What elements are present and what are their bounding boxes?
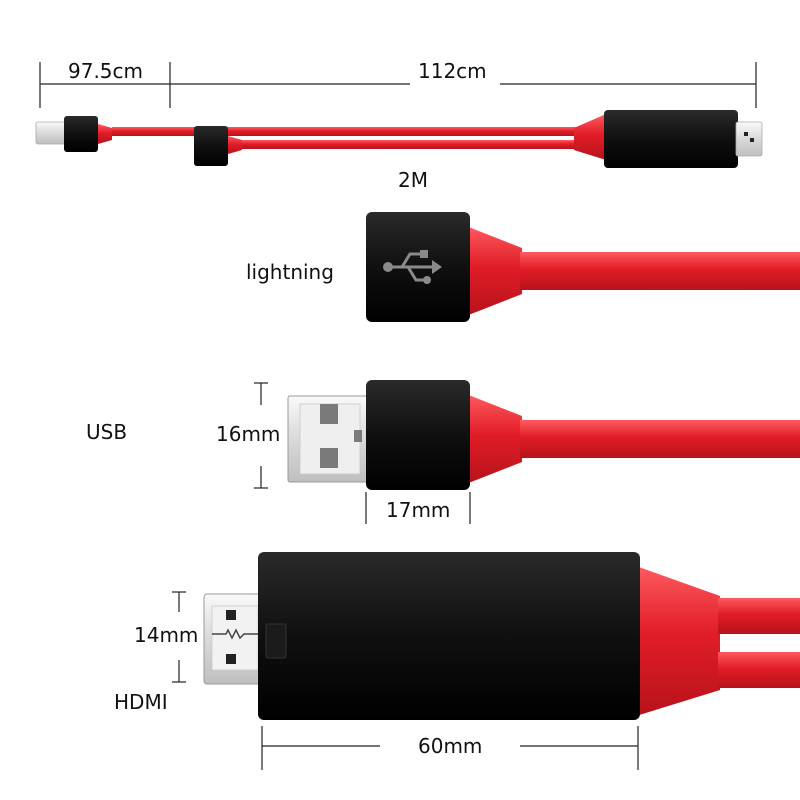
top-dimension-lines xyxy=(39,62,757,108)
dimension-hdmi-width: 14mm xyxy=(134,623,199,647)
dimension-total-right: 112cm xyxy=(418,59,487,83)
dimension-total-left: 97.5cm xyxy=(68,59,144,83)
dimension-usb-width: 16mm xyxy=(216,422,281,446)
dimension-usb-length: 17mm xyxy=(386,498,451,522)
usb-connector xyxy=(287,380,800,490)
dimension-cable-length: 2M xyxy=(398,168,428,192)
hdmi-connector xyxy=(203,552,800,720)
label-hdmi: HDMI xyxy=(114,690,168,714)
usb-dimension-lines xyxy=(254,382,471,524)
label-lightning: lightning xyxy=(246,260,334,284)
label-usb: USB xyxy=(86,420,128,444)
usb-trident-icon xyxy=(383,250,442,284)
cable-overview xyxy=(35,110,763,168)
hdmi-dimension-lines xyxy=(172,591,639,770)
dimension-hdmi-length: 60mm xyxy=(418,734,483,758)
